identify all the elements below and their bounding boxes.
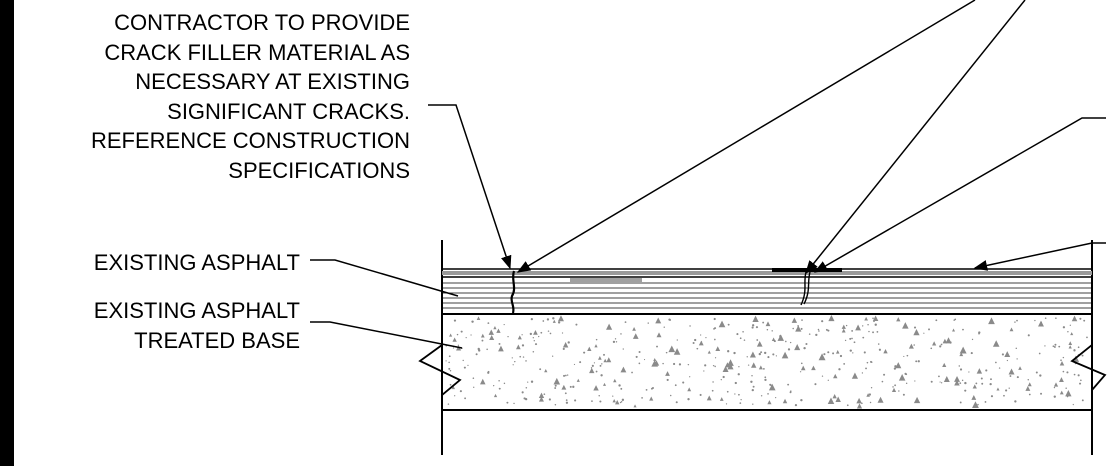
crack-filler-note: CONTRACTOR TO PROVIDE CRACK FILLER MATER… — [20, 8, 410, 185]
note-line: CONTRACTOR TO PROVIDE — [114, 10, 410, 35]
second-crack — [800, 271, 811, 306]
treated-base-label: EXISTING ASPHALT TREATED BASE — [94, 296, 300, 355]
treated-base-leader — [310, 321, 463, 349]
asphalt-hatch — [442, 282, 1092, 309]
crack-filler-leader — [428, 104, 512, 270]
leader-to-crack-2 — [805, 0, 1026, 275]
surface-patch — [570, 278, 642, 283]
existing-asphalt-label: EXISTING ASPHALT — [93, 250, 300, 275]
note-line: SPECIFICATIONS — [228, 157, 410, 183]
filled-crack — [510, 270, 516, 314]
treated-base-label-line2: TREATED BASE — [134, 327, 300, 353]
note-line: REFERENCE CONSTRUCTION — [90, 128, 410, 153]
leader-to-overlay — [973, 242, 1106, 271]
leader-to-crack-1 — [516, 0, 976, 273]
note-line: NECESSARY AT EXISTING — [135, 69, 410, 94]
treated-base-label-line1: EXISTING ASPHALT — [93, 298, 300, 323]
leader-to-crack-seal — [813, 117, 1106, 273]
note-line: CRACK FILLER MATERIAL AS — [104, 39, 410, 65]
sheet-border-bar — [0, 0, 14, 466]
note-line: SIGNIFICANT CRACKS. — [167, 98, 410, 124]
aggregate-stipple — [445, 315, 1088, 409]
overlay-layer — [442, 271, 1092, 275]
existing-asphalt-leader — [310, 259, 459, 297]
right-break-line — [1070, 316, 1107, 410]
left-break-line — [418, 316, 462, 410]
